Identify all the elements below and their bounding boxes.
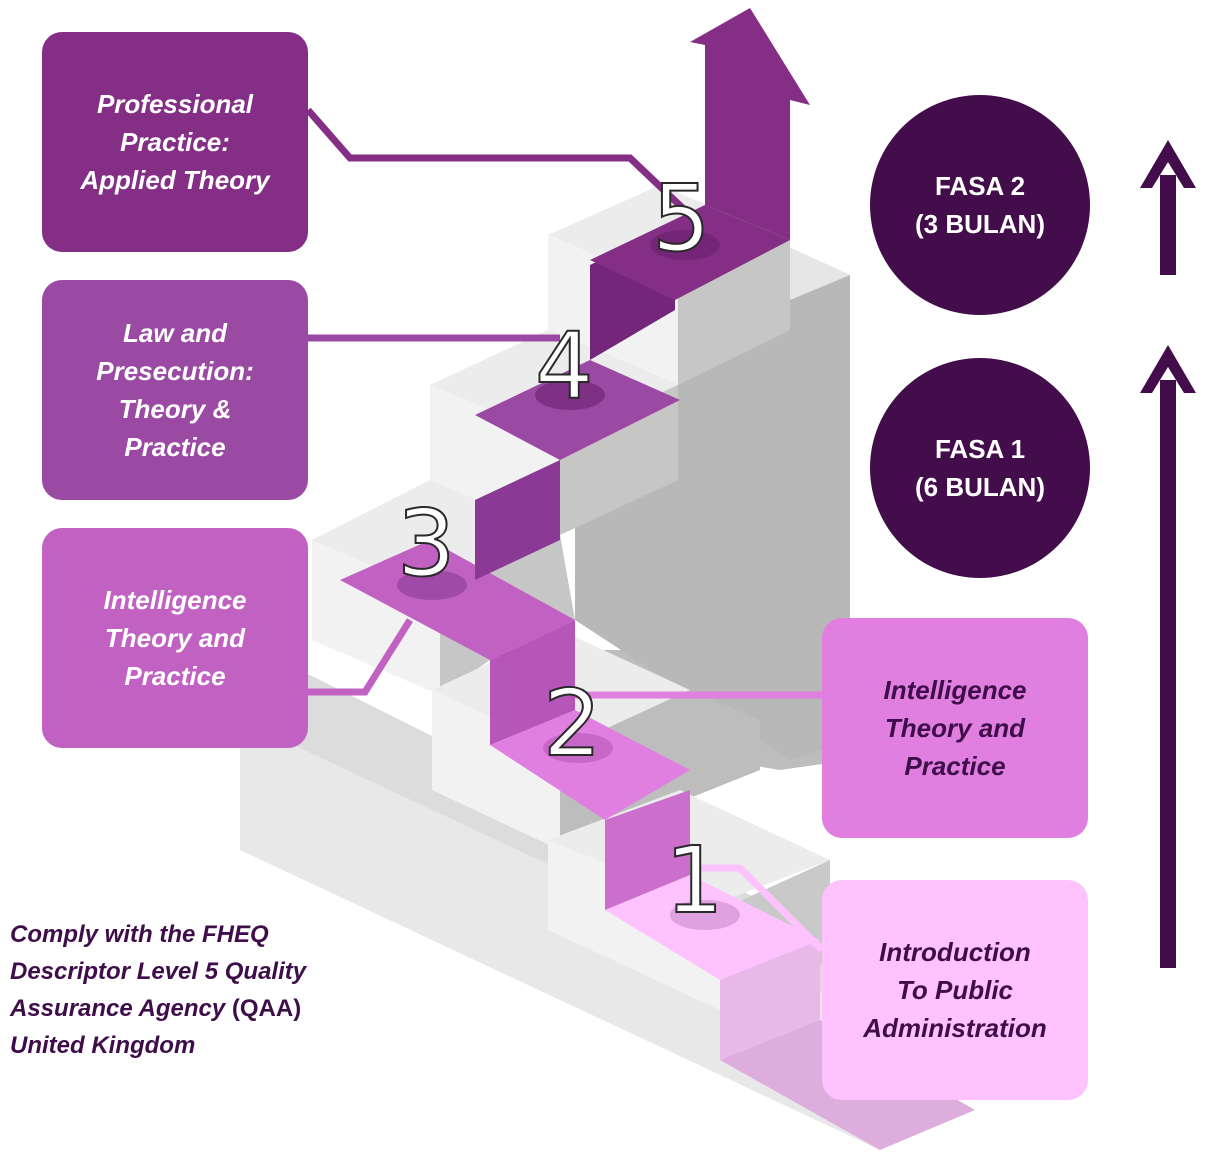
carpet-step4-top <box>475 360 680 460</box>
note-line-3-italic: Assurance Agency <box>10 995 226 1022</box>
step2-label: Intelligence Theory and Practice <box>883 675 1027 781</box>
stair-tier2-left <box>432 690 560 850</box>
step4-number: 4 <box>535 313 594 420</box>
step2-number: 2 <box>543 670 602 777</box>
carpet-step2-top <box>490 710 690 820</box>
step1-label: Introduction To Public Administration <box>863 937 1047 1043</box>
step5-number: 5 <box>652 165 711 272</box>
connector-step1 <box>700 864 825 953</box>
phase1-label: FASA 1 (6 BULAN) <box>915 434 1045 502</box>
step3-label: Intelligence Theory and Practice <box>103 585 247 691</box>
step4-disc <box>535 380 605 410</box>
carpet-step2-riser <box>605 790 690 910</box>
compliance-note: Comply with the FHEQ Descriptor Level 5 … <box>10 916 390 1064</box>
step2-box: Intelligence Theory and Practice <box>822 618 1088 838</box>
phase2-label: FASA 2 (3 BULAN) <box>915 171 1045 239</box>
stair-tier4-right <box>560 385 678 535</box>
note-line-2: Descriptor Level 5 Quality <box>10 958 307 985</box>
note-line-1: Comply with the FHEQ <box>10 921 269 948</box>
carpet-step4-riser <box>475 460 560 580</box>
note-line-3-plain: (QAA) <box>225 995 302 1022</box>
phase2-circle: FASA 2 (3 BULAN) <box>870 95 1090 315</box>
step5-box: Professional Practice: Applied Theory <box>42 32 308 252</box>
step4-label: Law and Presecution: Theory & Practice <box>96 318 254 462</box>
step3-number: 3 <box>397 490 456 597</box>
connector-step3 <box>308 618 413 696</box>
step1-box: Introduction To Public Administration <box>822 880 1088 1100</box>
step3-box: Intelligence Theory and Practice <box>42 528 308 748</box>
phase2-arrow-icon <box>1140 140 1196 275</box>
step5-label: Professional Practice: Applied Theory <box>80 89 270 195</box>
step5-disc <box>650 230 720 260</box>
connector-step5 <box>305 107 693 218</box>
step3-disc <box>397 570 467 600</box>
phase1-arrow-icon <box>1140 345 1196 968</box>
step1-disc <box>670 900 740 930</box>
step2-disc <box>543 733 613 763</box>
note-line-4: United Kingdom <box>10 1032 196 1059</box>
stair-tier5-right <box>678 240 790 385</box>
phase1-circle: FASA 1 (6 BULAN) <box>870 358 1090 578</box>
step4-box: Law and Presecution: Theory & Practice <box>42 280 308 500</box>
carpet-step3-top <box>340 540 575 660</box>
carpet-step3-riser <box>490 620 575 745</box>
step1-number: 1 <box>665 827 724 934</box>
growth-arrow <box>690 8 810 240</box>
